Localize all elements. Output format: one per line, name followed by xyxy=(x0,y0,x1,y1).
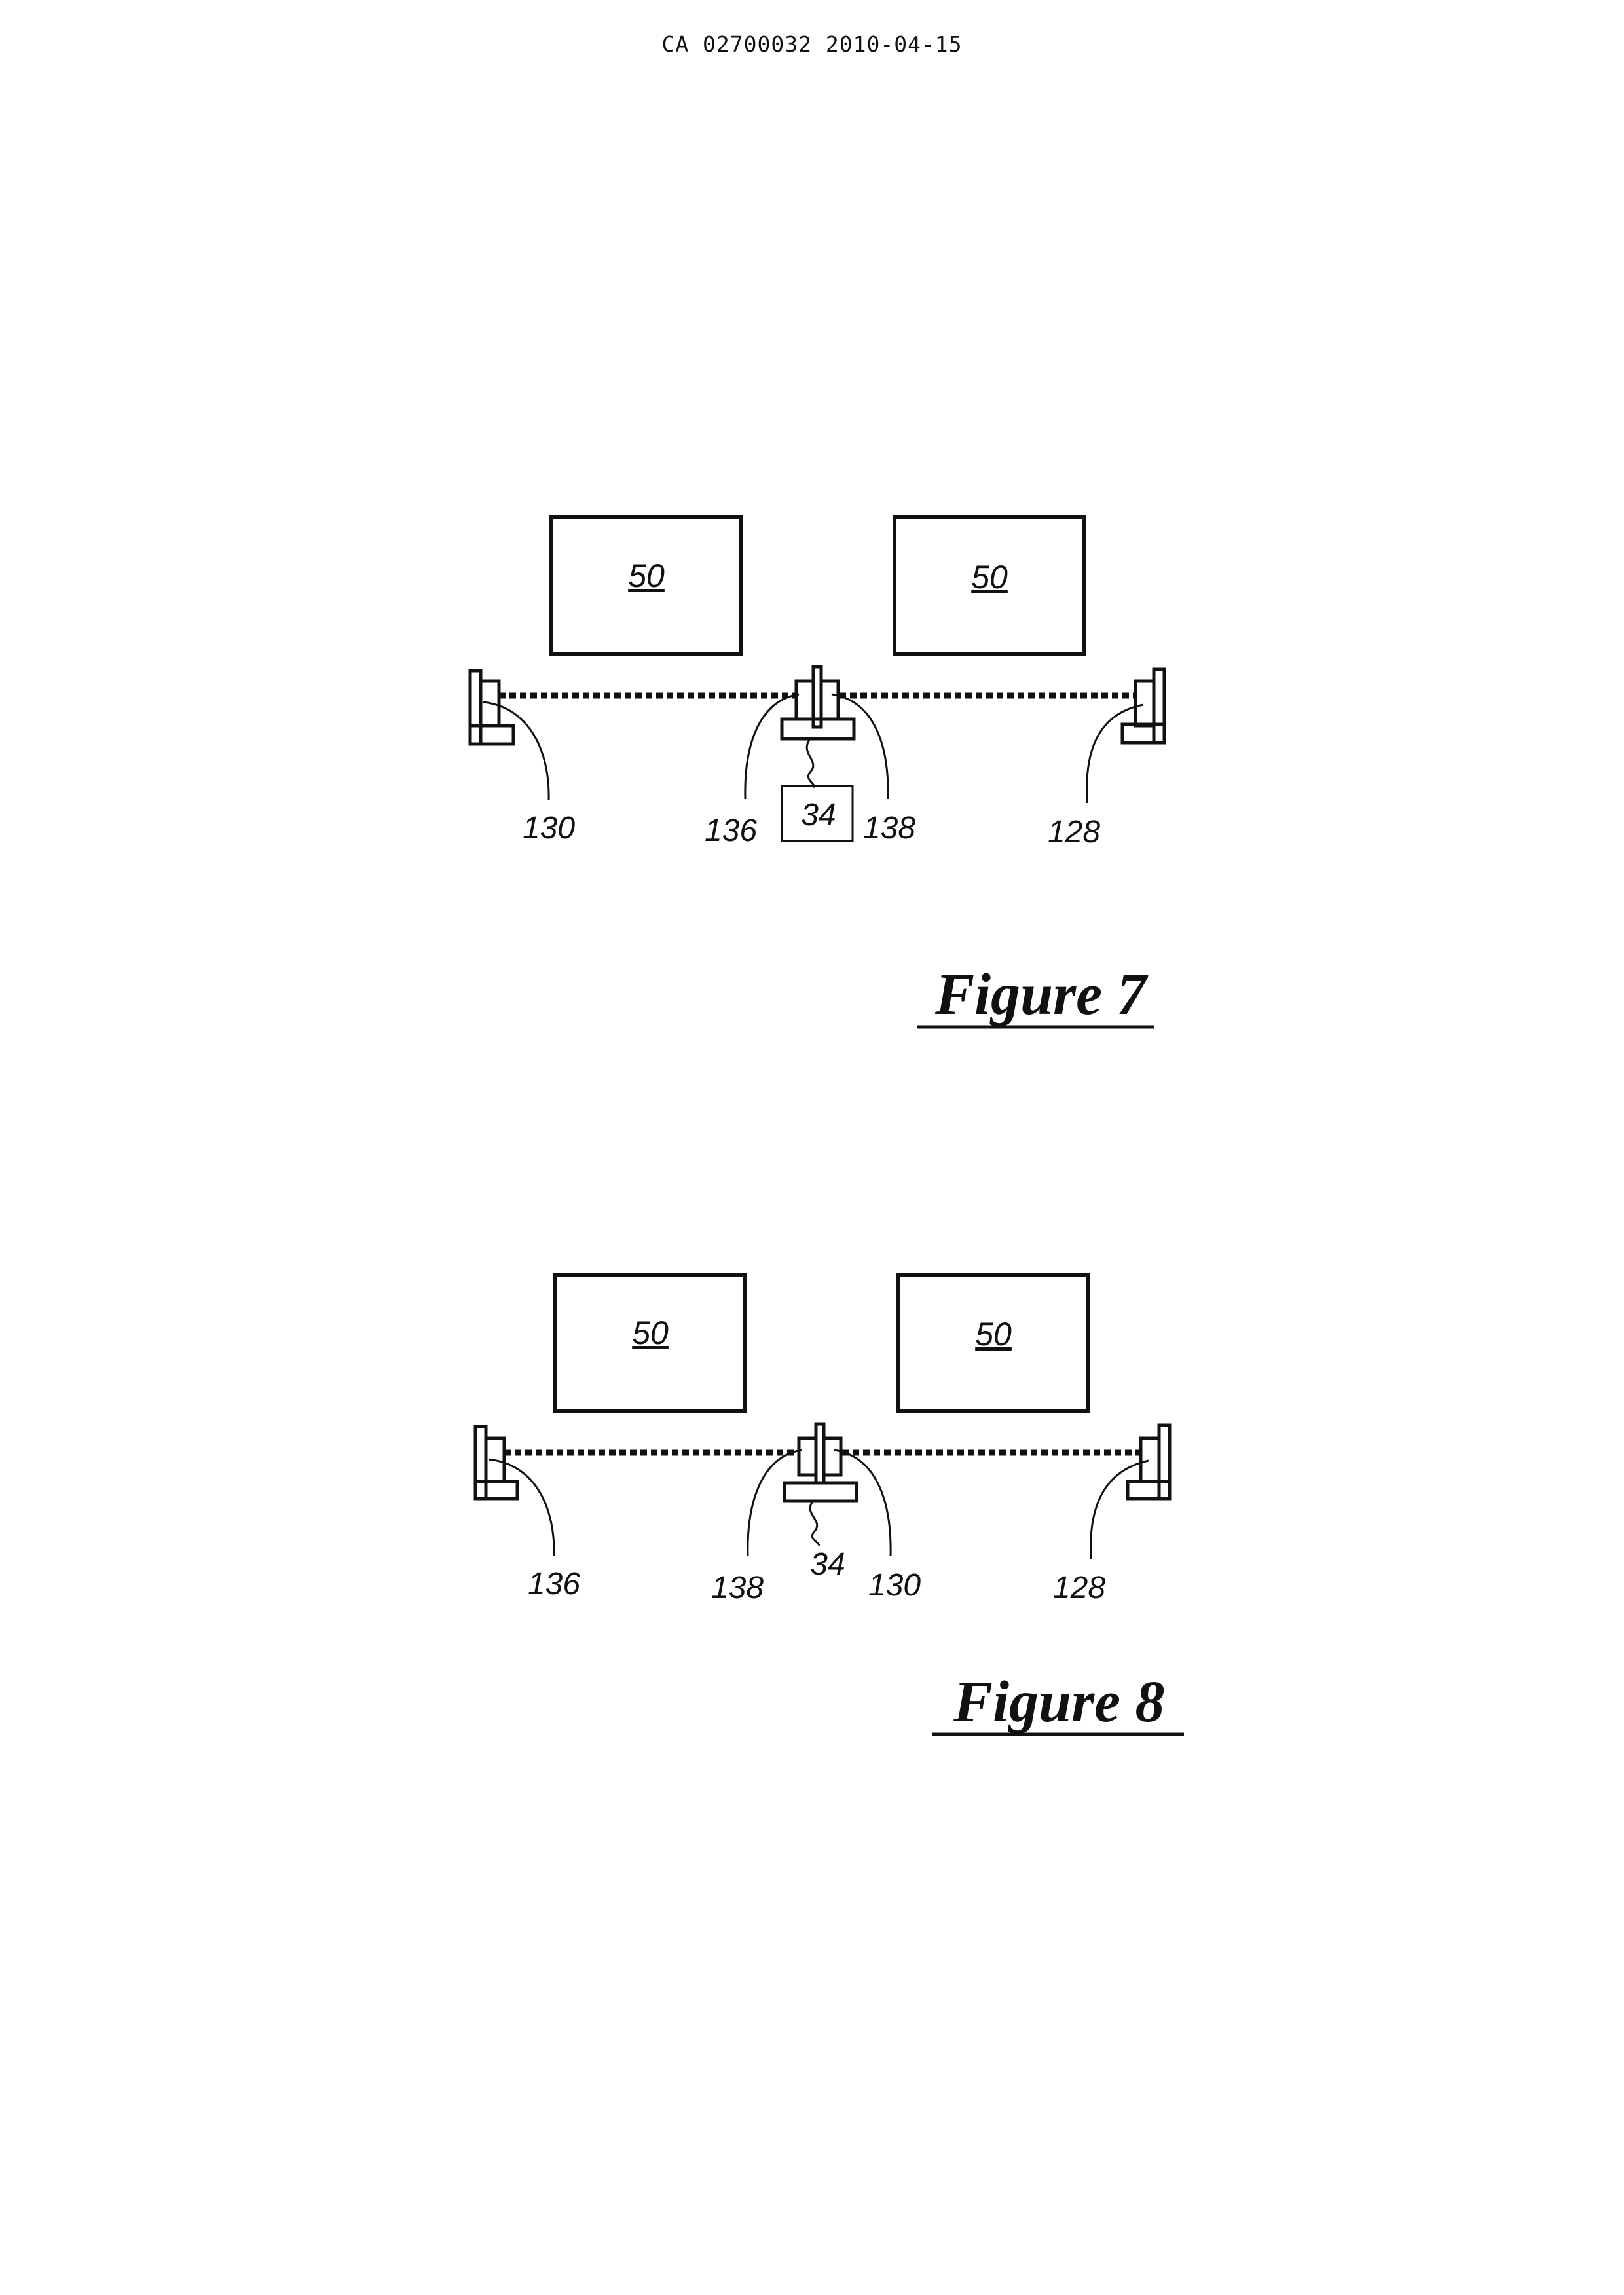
fig8-ref-right: 128 xyxy=(1053,1571,1105,1605)
fig8-squiggle-lead xyxy=(810,1502,819,1546)
fig8-ref-left: 136 xyxy=(528,1567,580,1601)
fig8-ref-center-left: 138 xyxy=(711,1571,764,1605)
fig8-ref-center: 34 xyxy=(810,1547,845,1582)
fig8-left-bracket xyxy=(475,1427,517,1499)
fig7-ref-center-right: 138 xyxy=(863,811,915,846)
fig7-leader-center-right xyxy=(832,694,888,799)
fig8-box-right-label: 50 xyxy=(975,1316,1012,1353)
fig8-center-bracket xyxy=(784,1424,857,1501)
fig8-leader-left xyxy=(489,1459,554,1556)
fig7-ref-left: 130 xyxy=(523,811,575,846)
fig7-center-bracket xyxy=(782,667,854,739)
fig8-right-bracket xyxy=(1128,1425,1170,1499)
fig7-caption: Figure 7 xyxy=(934,962,1149,1027)
figure-8 xyxy=(475,1275,1184,1734)
fig7-leader-center-left xyxy=(745,694,799,799)
fig7-box-right-label: 50 xyxy=(971,559,1008,595)
figure-7 xyxy=(470,517,1164,1027)
fig7-right-bracket xyxy=(1122,669,1164,743)
fig8-leader-center-left xyxy=(748,1450,802,1556)
fig8-caption: Figure 8 xyxy=(953,1670,1165,1734)
fig8-box-left-label: 50 xyxy=(632,1315,669,1351)
fig7-squiggle-lead xyxy=(807,740,814,787)
fig7-leader-left xyxy=(483,702,549,800)
fig7-ref-right: 128 xyxy=(1048,815,1100,849)
fig7-box-left-label: 50 xyxy=(628,557,665,594)
fig7-box-34-label: 34 xyxy=(801,798,836,832)
fig8-ref-center-right: 130 xyxy=(868,1568,921,1603)
fig7-left-bracket xyxy=(470,671,513,744)
fig7-ref-center-left: 136 xyxy=(705,813,757,848)
fig8-leader-center-right xyxy=(834,1450,891,1556)
